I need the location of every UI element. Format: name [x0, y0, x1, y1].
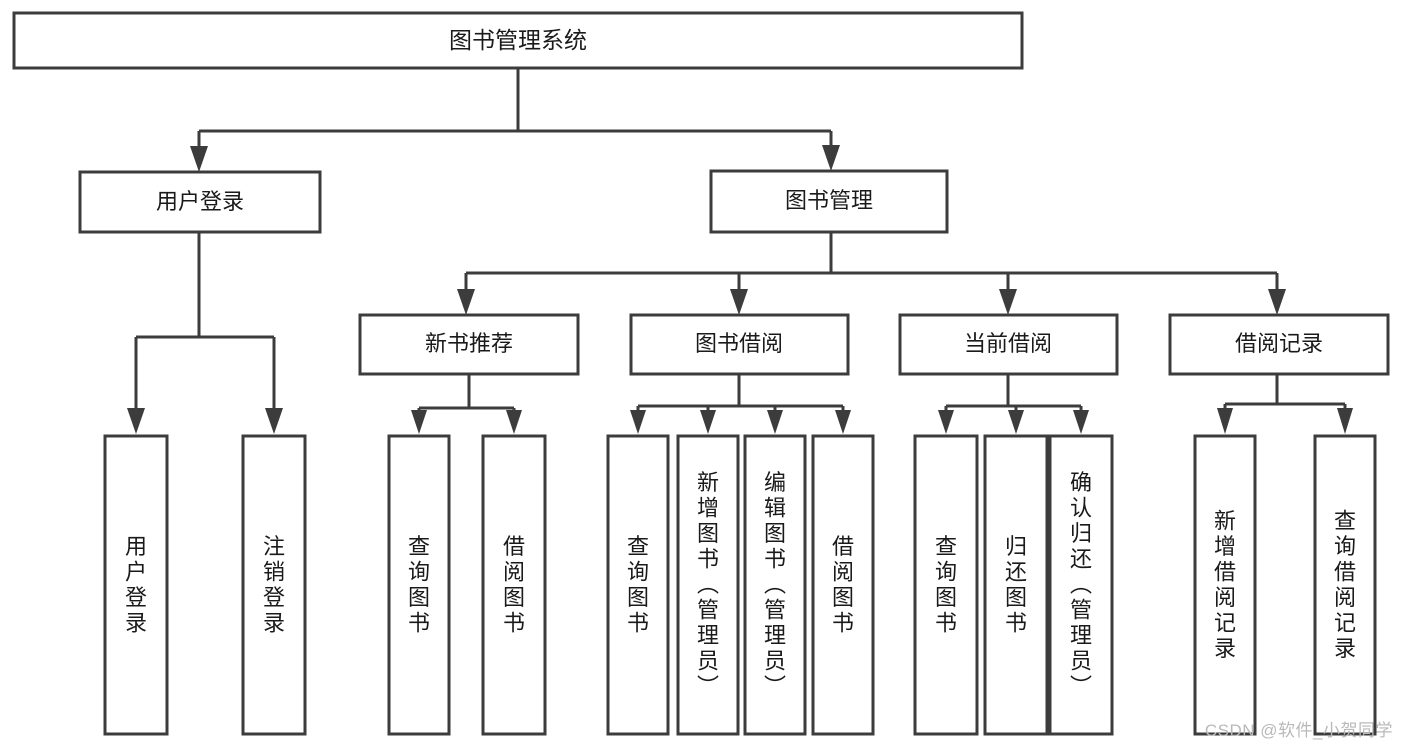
- arrow-leaf-user-login: [127, 408, 145, 434]
- leaf-borrow-book-b-box[interactable]: [811, 434, 875, 736]
- node-book-management-box[interactable]: [709, 169, 949, 234]
- arrow-to-book-mgmt: [822, 145, 840, 171]
- leaf-edit-book-admin-label: 编辑图书︵管理员︶: [764, 470, 786, 699]
- leaf-borrow-book-a-box[interactable]: [481, 434, 547, 736]
- node-current-borrow-label: 当前借阅: [964, 331, 1052, 356]
- leaf-edit-book-admin[interactable]: 编辑图书︵管理员︶: [743, 434, 807, 736]
- node-root-box[interactable]: [12, 11, 1024, 70]
- leaf-user-login[interactable]: 用户登录: [103, 434, 169, 736]
- leaf-return-book[interactable]: 归还图书: [983, 434, 1049, 736]
- leaf-borrow-book-a-label: 借阅图书: [503, 534, 525, 636]
- node-user-login-box[interactable]: [78, 170, 322, 234]
- leaf-query-book-b[interactable]: 查询图书: [606, 434, 670, 736]
- leaf-confirm-return-admin-label: 确认归还︵管理员︶: [1070, 470, 1092, 699]
- leaf-add-book-admin-box[interactable]: [676, 434, 740, 736]
- node-user-login[interactable]: 用户登录: [78, 170, 322, 234]
- leaf-add-borrow-record[interactable]: 新增借阅记录: [1193, 434, 1257, 736]
- arrow-leaf-query-book-a: [411, 410, 427, 434]
- leaf-logout-label: 注销登录: [263, 534, 285, 636]
- arrow-leaf-query-book-c: [938, 410, 954, 434]
- arrow-leaf-logout: [265, 408, 283, 434]
- leaf-add-borrow-record-box[interactable]: [1193, 434, 1257, 736]
- leaf-query-book-a-box[interactable]: [387, 434, 451, 736]
- leaf-edit-book-admin-box[interactable]: [743, 434, 807, 736]
- arrow-leaf-borrow-book-b: [835, 410, 851, 434]
- node-new-book-recommend[interactable]: 新书推荐: [358, 313, 580, 376]
- node-book-management-label: 图书管理: [785, 188, 873, 213]
- connector-layer: [127, 68, 1353, 434]
- arrow-leaf-query-book-b: [630, 410, 646, 434]
- leaf-return-book-label: 归还图书: [1005, 534, 1027, 636]
- node-current-borrow-box[interactable]: [898, 313, 1119, 376]
- arrow-to-borrow-record: [1268, 289, 1286, 315]
- arrow-leaf-add-record: [1217, 408, 1233, 434]
- arrow-leaf-query-record: [1337, 408, 1353, 434]
- leaf-logout[interactable]: 注销登录: [241, 434, 307, 736]
- leaf-user-login-box[interactable]: [103, 434, 169, 736]
- node-borrow-record-label: 借阅记录: [1235, 331, 1323, 356]
- leaf-borrow-book-a[interactable]: 借阅图书: [481, 434, 547, 736]
- arrow-leaf-add-book: [700, 410, 716, 434]
- arrow-leaf-edit-book: [767, 410, 783, 434]
- node-borrow-record-box[interactable]: [1168, 313, 1390, 376]
- node-root[interactable]: 图书管理系统: [12, 11, 1024, 70]
- leaf-query-book-b-box[interactable]: [606, 434, 670, 736]
- leaf-confirm-return-admin-box[interactable]: [1048, 434, 1114, 736]
- leaf-logout-box[interactable]: [241, 434, 307, 736]
- arrow-to-user-login: [190, 146, 208, 172]
- arrow-to-book-borrow: [730, 289, 748, 315]
- leaf-borrow-book-b-label: 借阅图书: [832, 534, 854, 636]
- leaf-borrow-book-b[interactable]: 借阅图书: [811, 434, 875, 736]
- arrow-leaf-confirm-return: [1073, 410, 1089, 434]
- arrow-to-new-book: [457, 289, 475, 315]
- leaf-query-borrow-record-label: 查询借阅记录: [1334, 508, 1356, 661]
- leaf-add-book-admin[interactable]: 新增图书︵管理员︶: [676, 434, 740, 736]
- node-book-management[interactable]: 图书管理: [709, 169, 949, 234]
- leaf-query-book-a[interactable]: 查询图书: [387, 434, 451, 736]
- node-borrow-record[interactable]: 借阅记录: [1168, 313, 1390, 376]
- arrow-to-current-borrow: [999, 289, 1017, 315]
- leaf-query-book-c[interactable]: 查询图书: [913, 434, 979, 736]
- leaf-query-book-c-label: 查询图书: [935, 534, 957, 636]
- leaf-add-borrow-record-label: 新增借阅记录: [1214, 508, 1236, 661]
- leaf-query-book-c-box[interactable]: [913, 434, 979, 736]
- leaf-return-book-box[interactable]: [983, 434, 1049, 736]
- arrow-leaf-borrow-book-a: [506, 410, 522, 434]
- leaf-query-borrow-record[interactable]: 查询借阅记录: [1313, 434, 1377, 736]
- node-current-borrow[interactable]: 当前借阅: [898, 313, 1119, 376]
- node-root-label: 图书管理系统: [449, 27, 587, 53]
- node-book-borrow-label: 图书借阅: [695, 331, 783, 356]
- node-book-borrow[interactable]: 图书借阅: [629, 313, 850, 376]
- node-new-book-recommend-label: 新书推荐: [425, 331, 513, 356]
- leaf-user-login-label: 用户登录: [125, 534, 147, 636]
- leaf-confirm-return-admin[interactable]: 确认归还︵管理员︶: [1048, 434, 1114, 736]
- node-new-book-recommend-box[interactable]: [358, 313, 580, 376]
- leaf-query-borrow-record-box[interactable]: [1313, 434, 1377, 736]
- leaf-add-book-admin-label: 新增图书︵管理员︶: [697, 470, 719, 699]
- leaf-query-book-b-label: 查询图书: [627, 534, 649, 636]
- node-book-borrow-box[interactable]: [629, 313, 850, 376]
- leaf-query-book-a-label: 查询图书: [408, 534, 430, 636]
- node-user-login-label: 用户登录: [156, 189, 244, 214]
- arrow-leaf-return-book: [1008, 410, 1024, 434]
